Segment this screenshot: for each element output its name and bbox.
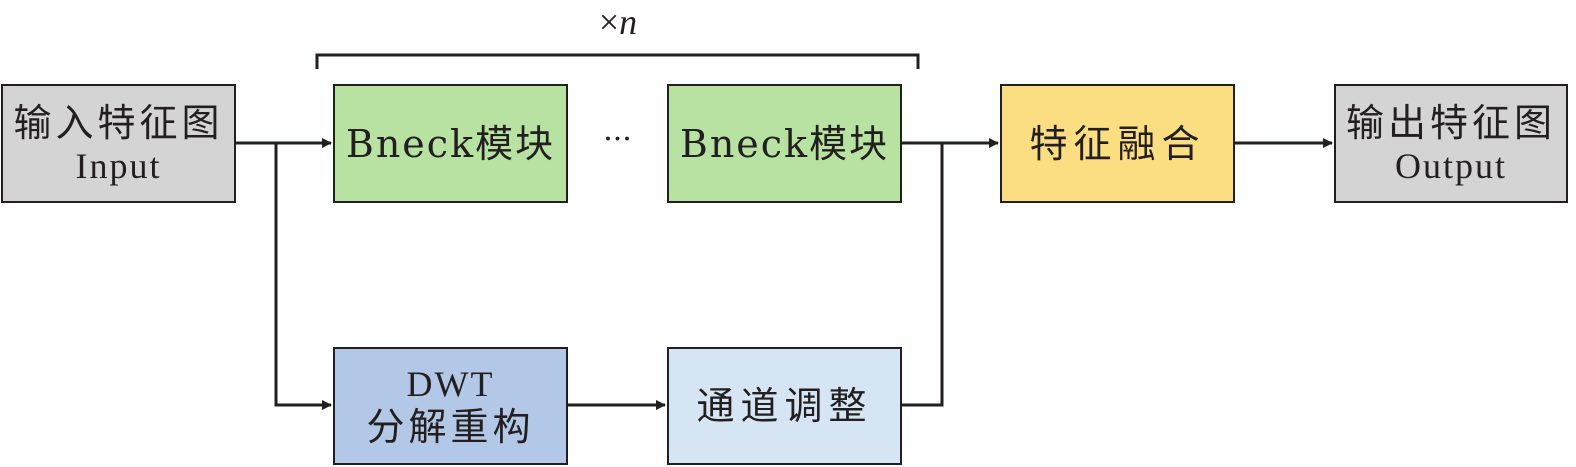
input-block-label-cn: 输入特征图 — [13, 100, 224, 145]
repeat-variable: n — [619, 2, 638, 42]
fusion-block-label: 特征融合 — [1029, 121, 1206, 166]
line-channel-to-fusion — [902, 143, 944, 407]
ellipsis: ··· — [603, 122, 632, 157]
input-block-label-en: Input — [75, 145, 162, 186]
dwt-decomposition-block: DWT 分解重构 — [333, 347, 568, 465]
output-feature-map-block: 输出特征图 Output — [1334, 84, 1568, 203]
bneck-block-2-label: Bneck模块 — [679, 121, 890, 166]
repeat-label: ×n — [568, 0, 668, 44]
bneck-module-block-2: Bneck模块 — [667, 84, 902, 203]
bneck-block-1-label: Bneck模块 — [345, 121, 556, 166]
dwt-block-label-cn: 分解重构 — [366, 405, 535, 449]
repeat-bracket — [315, 53, 920, 69]
repeat-symbol: × — [598, 2, 620, 42]
arrow-input-to-dwt — [274, 143, 332, 410]
feature-fusion-block: 特征融合 — [1000, 84, 1235, 203]
output-block-label-cn: 输出特征图 — [1345, 100, 1556, 145]
output-block-label-en: Output — [1394, 145, 1507, 186]
dwt-block-label-en: DWT — [406, 364, 495, 404]
input-feature-map-block: 输入特征图 Input — [1, 84, 236, 203]
bneck-module-block-1: Bneck模块 — [333, 84, 568, 203]
channel-adjust-block: 通道调整 — [667, 347, 902, 465]
channel-block-label: 通道调整 — [696, 384, 873, 428]
